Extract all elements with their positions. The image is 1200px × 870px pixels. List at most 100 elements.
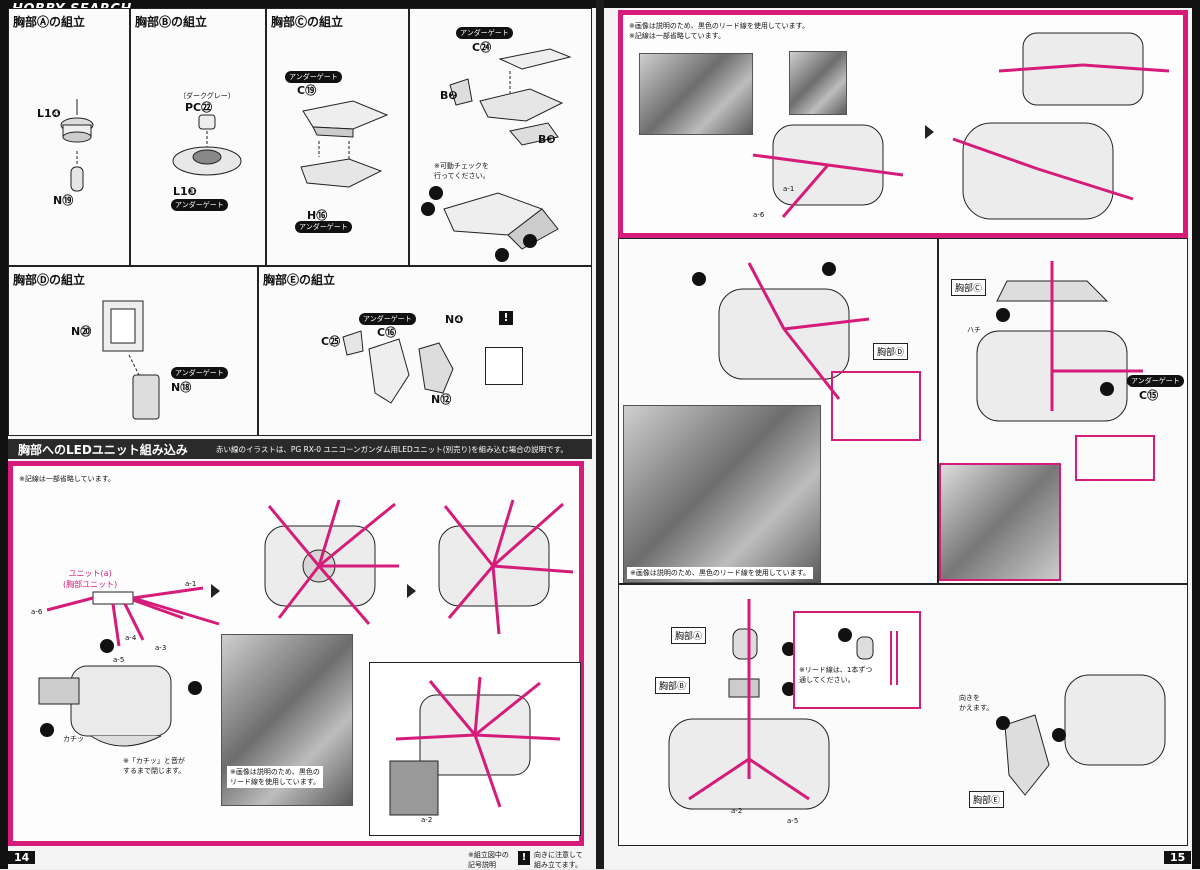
lead-wire-illustration	[838, 628, 898, 685]
chest-wired-illustration-1	[264, 499, 399, 625]
right-chest-c-label: 胸部Ⓒ	[951, 279, 987, 296]
part-n4-label: N❹	[445, 313, 464, 326]
right-chest-illustration-1	[752, 124, 904, 218]
part-d-illustration	[102, 300, 160, 420]
right-chest-illustration-6	[668, 599, 830, 810]
legend-caution-note: 向きに注意して 組み立てます。	[534, 851, 583, 869]
right-omitted-note: ※記線は一部省略しています。	[629, 32, 725, 40]
chest-wired-illustration-2	[438, 499, 574, 635]
under-gate-tag-c1: アンダーゲート	[285, 71, 342, 83]
led-arrow-2	[407, 584, 416, 598]
under-gate-tag-d: アンダーゲート	[171, 367, 228, 379]
lead-wire-note: ※リード線は、1本ずつ 通してください。	[799, 666, 873, 684]
led-section-note: 赤い線のイラストは、PG RX-0 ユニコーンガンダム用LEDユニット(別売り)…	[216, 445, 568, 454]
step-c-panel: 胸部Ⓒの組立 アンダーゲート C⑲ H⑯ アンダーゲート	[266, 8, 409, 266]
r-wire-a6: a-6	[753, 211, 765, 219]
under-gate-tag-c2: アンダーゲート	[295, 221, 352, 233]
right-arrow-1	[925, 125, 934, 139]
part-c24-label: C㉔	[472, 41, 492, 54]
movement-check-note: ※可動チェックを 行ってください。	[434, 162, 490, 180]
page-number-left: 14	[8, 851, 36, 864]
lead-wire-inset: ※リード線は、1本ずつ 通してください。	[793, 611, 921, 709]
right-chest-b-label: 胸部Ⓑ	[655, 677, 691, 694]
wire-label-a5: a-5	[113, 656, 125, 664]
under-gate-tag-b: アンダーゲート	[171, 199, 228, 211]
right-mid-photo-note: ※画像は説明のため、黒色のリード線を使用しています。	[627, 567, 813, 579]
right-chest-e-label: 胸部Ⓔ	[969, 791, 1005, 808]
under-gate-tag-e: アンダーゲート	[359, 313, 416, 325]
r-wire-a5: a-5	[787, 817, 799, 825]
wire-label-a6: a-6	[31, 608, 43, 616]
click-close-note: ※「カチッ」と音が するまで閉じます。	[123, 757, 186, 775]
part-c16-label: C⑯	[377, 326, 397, 339]
grey-color-note: 〔ダークグレー〕	[179, 92, 235, 100]
right-photo-4	[939, 463, 1061, 581]
right-chest-illustration-3	[952, 122, 1134, 220]
led-section-banner: 胸部へのLEDユニット組み込み 赤い線のイラストは、PG RX-0 ユニコーンガ…	[8, 439, 592, 459]
wire-label-a1: a-1	[185, 580, 197, 588]
led-arrow-1	[211, 584, 220, 598]
page-gutter	[596, 0, 604, 869]
part-c19-label: C⑲	[297, 84, 317, 97]
right-hachi-text: ハチ	[967, 326, 981, 334]
wire-label-a3: a-3	[155, 644, 167, 652]
right-chest-illustration-7	[996, 674, 1166, 796]
part-h-label: H⑯	[307, 209, 328, 222]
step-e-panel: 胸部Ⓔの組立 アンダーゲート C⑯ C㉕ N❹ ! N⑫	[258, 266, 592, 436]
caution-icon: !	[499, 311, 513, 325]
part-b3-label: B❸	[538, 133, 556, 146]
turn-around-note: 向きを かえます。	[959, 694, 994, 712]
left-edge-bar	[0, 0, 8, 869]
led-unit-illustration	[46, 586, 220, 647]
omitted-wire-note: ※記線は一部省略しています。	[19, 475, 115, 483]
page-number-right: 15	[1164, 851, 1192, 864]
right-edge-bar	[1192, 0, 1200, 869]
right-top-bar	[604, 0, 1200, 8]
right-step-3-panel: 胸部Ⓒ ハチ アンダーゲート C⑮	[938, 238, 1188, 584]
part-l1b-label: L1❸	[173, 185, 197, 198]
led-section-title: 胸部へのLEDユニット組み込み	[18, 443, 188, 457]
right-detail-box-2	[1075, 435, 1155, 481]
right-photo-2	[789, 51, 847, 115]
unit-a-label: ユニット(a) (胸部ユニット)	[63, 569, 118, 589]
right-photo-note: ※画像は説明のため、黒色のリード線を使用しています。	[629, 22, 809, 30]
right-under-gate-tag: アンダーゲート	[1127, 375, 1184, 387]
step-e-title: 胸部Ⓔの組立	[263, 273, 336, 287]
left-page: HOBBY SEARCH 胸部Ⓐの組立 L1❹ N⑲ 胸部Ⓑの組立 〔ダークグレ…	[0, 0, 596, 869]
right-part-c15-label: C⑮	[1139, 389, 1159, 402]
legend-note: ※組立図中の 記号説明	[468, 851, 509, 869]
wire-routing-detail	[369, 662, 581, 836]
step-b-title: 胸部Ⓑの組立	[135, 15, 208, 29]
step-a-panel: 胸部Ⓐの組立 L1❹ N⑲	[8, 8, 130, 266]
step-c-title: 胸部Ⓒの組立	[271, 15, 344, 29]
part-c-illustration	[300, 100, 389, 188]
right-photo-1	[639, 53, 753, 135]
part-l1-label: L1❹	[37, 107, 61, 120]
step-b-panel: 胸部Ⓑの組立 〔ダークグレー〕 PC㉒ L1❸ アンダーゲート	[130, 8, 266, 266]
photo-caption: ※画像は説明のため、黒色の リード線を使用しています。	[227, 766, 324, 788]
step-d-panel: 胸部Ⓓの組立 N⑳ アンダーゲート N⑱	[8, 266, 258, 436]
part-n12-label: N⑫	[431, 393, 452, 406]
part-n18-label: N⑱	[171, 381, 192, 394]
part-c-movement-illustration	[421, 186, 559, 262]
part-n-label: N⑲	[53, 194, 74, 207]
right-chest-illustration-5	[976, 261, 1143, 422]
part-l1-illustration	[60, 99, 94, 192]
left-top-bar	[0, 0, 596, 8]
click-sound: カチッ	[63, 735, 84, 743]
r-wire-a2: a-2	[731, 807, 743, 815]
step-d-title: 胸部Ⓓの組立	[13, 273, 86, 287]
part-pc-illustration	[172, 114, 242, 176]
right-step-2-panel: 胸部Ⓓ ※画像は説明のため、黒色のリード線を使用しています。	[618, 238, 938, 584]
wire-routing-illustration	[389, 676, 561, 816]
step-c2-panel: アンダーゲート C㉔ B❷ B❸ ※可動チェックを 行ってください。	[409, 8, 592, 266]
r-wire-a1: a-1	[783, 185, 795, 193]
right-chest-illustration-2	[998, 32, 1170, 106]
wire-label-a2: a-2	[421, 816, 433, 824]
under-gate-tag-c3: アンダーゲート	[456, 27, 513, 39]
right-detail-box	[831, 371, 921, 441]
right-chest-d-label: 胸部Ⓓ	[873, 343, 909, 360]
part-e-illustration	[342, 330, 454, 404]
right-page: ※画像は説明のため、黒色のリード線を使用しています。 ※記線は一部省略しています…	[604, 0, 1200, 869]
led-install-panel: ※記線は一部省略しています。 ユニット(a) (胸部ユニット) カチッ ※「カチ…	[8, 461, 584, 846]
